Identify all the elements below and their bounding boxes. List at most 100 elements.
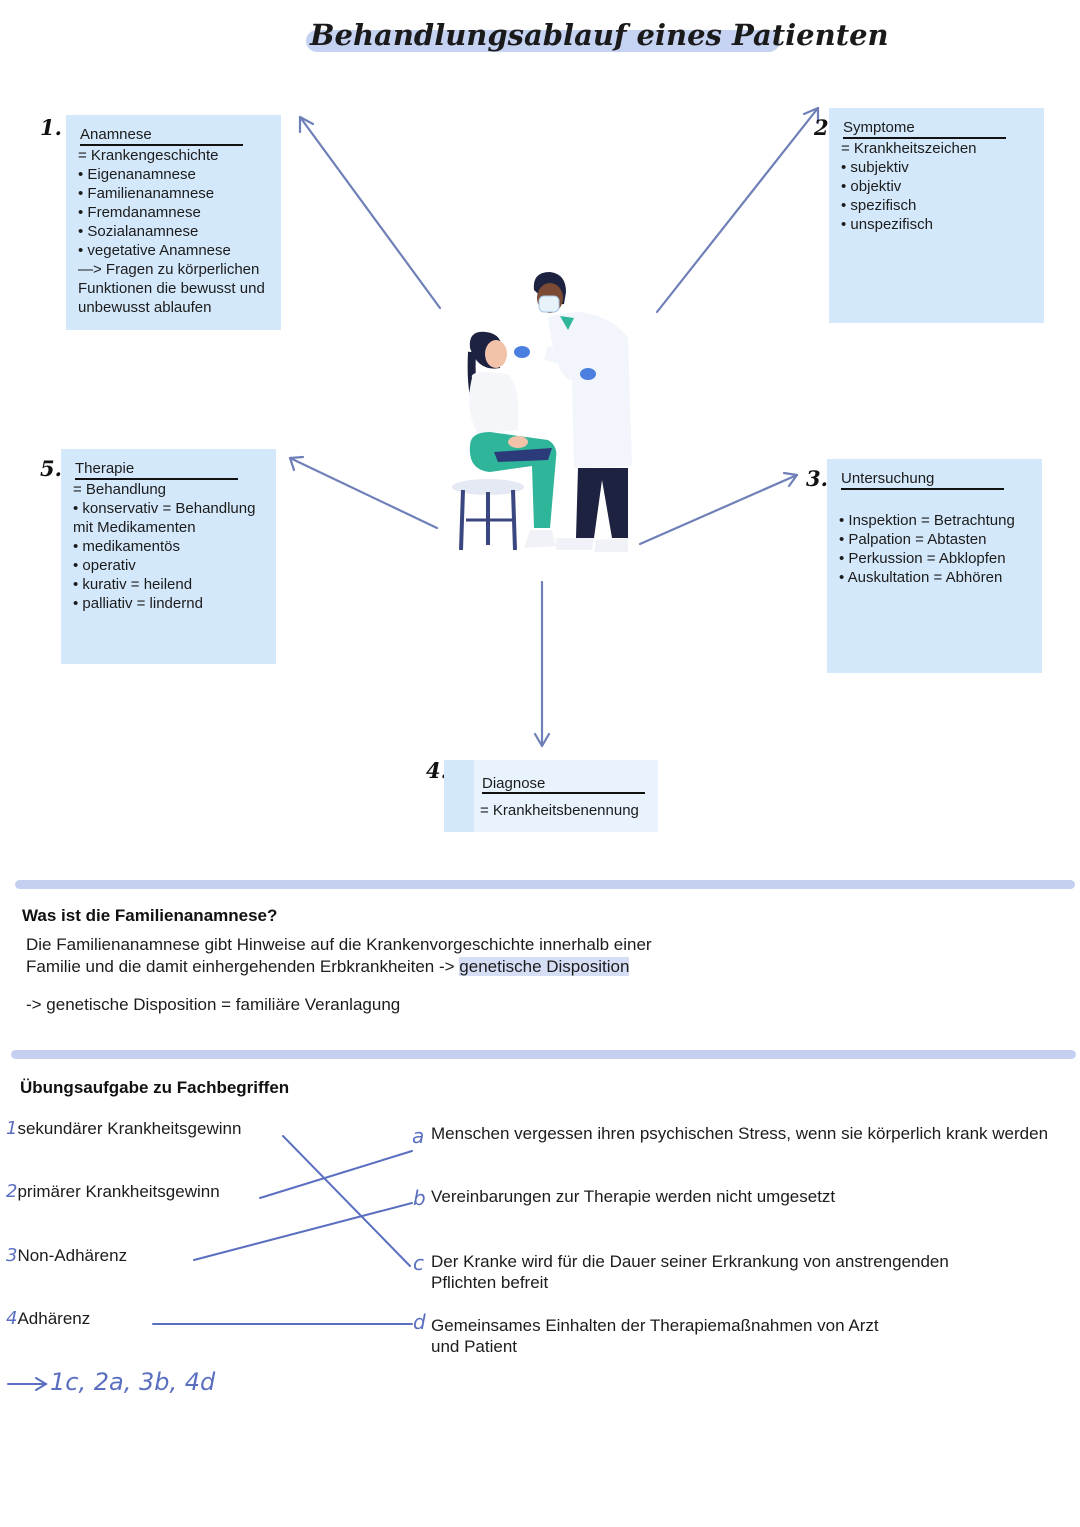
untersuchung-underline [841, 488, 1004, 490]
diagnose-underline [482, 792, 645, 794]
therapie-title: Therapie [75, 460, 135, 477]
symptome-underline [843, 137, 1006, 139]
definition-letter-d: d [413, 1310, 426, 1334]
term-number: 1 [6, 1118, 18, 1139]
definition-c: Der Kranke wird für die Dauer seiner Erk… [431, 1251, 949, 1293]
anamnese-line: —> Fragen zu körperlichen [78, 261, 260, 278]
exercise-title: Übungsaufgabe zu Fachbegriffen [20, 1078, 290, 1097]
definition-line: Gemeinsames Einhalten der Therapiemaßnah… [431, 1316, 879, 1335]
familienanamnese-answer: Die Familienanamnese gibt Hinweise auf d… [26, 934, 652, 978]
diagnose-title: Diagnose [482, 775, 546, 792]
anamnese-line: Funktionen die bewusst und [78, 280, 265, 297]
step-number-1: 1. [40, 115, 62, 140]
diagnose-card-inner [474, 760, 658, 832]
answer-line-2: Familie und die damit einhergehenden Erb… [26, 956, 652, 978]
answer-line-1: Die Familienanamnese gibt Hinweise auf d… [26, 935, 652, 954]
term-text: Non-Adhärenz [17, 1246, 128, 1265]
therapie-line: = Behandlung [73, 481, 167, 498]
arrow-to-untersuchung [638, 471, 799, 546]
term-item-4: 4Adhärenz [6, 1308, 90, 1329]
term-text: Adhärenz [17, 1309, 91, 1328]
arrow-to-anamnese [298, 115, 442, 310]
term-number: 3 [6, 1245, 18, 1266]
step-number-4: 4. [426, 758, 448, 783]
therapie-lines: = Behandlung konservativ = Behandlung mi… [73, 480, 255, 613]
therapie-item: medikamentös [73, 537, 255, 556]
arrow-to-diagnose [533, 580, 551, 748]
definition-line: und Patient [431, 1337, 518, 1356]
symptome-title: Symptome [843, 119, 915, 136]
term-number: 2 [6, 1181, 18, 1202]
definition-line: Vereinbarungen zur Therapie werden nicht… [431, 1187, 836, 1206]
anamnese-item: Sozialanamnese [78, 222, 265, 241]
anamnese-item: vegetative Anamnese [78, 241, 265, 260]
untersuchung-lines: Inspektion = Betrachtung Palpation = Abt… [839, 511, 1015, 587]
term-text: sekundärer Krankheitsgewinn [17, 1119, 242, 1138]
step-number-3: 3. [806, 466, 828, 491]
definition-line: Menschen vergessen ihren psychischen Str… [431, 1124, 1049, 1143]
definition-line: Der Kranke wird für die Dauer seiner Erk… [431, 1252, 949, 1271]
anamnese-item: Eigenanamnese [78, 165, 265, 184]
anamnese-lines: = Krankengeschichte Eigenanamnese Famili… [78, 146, 265, 317]
definition-a: Menschen vergessen ihren psychischen Str… [431, 1124, 1048, 1144]
therapie-underline [75, 478, 238, 480]
untersuchung-item: Inspektion = Betrachtung [839, 511, 1014, 530]
flow-arrows [288, 106, 820, 748]
untersuchung-card: Untersuchung Inspektion = Betrachtung Pa… [827, 459, 1042, 673]
section-divider [11, 1050, 1076, 1059]
definition-d: Gemeinsames Einhalten der Therapiemaßnah… [431, 1315, 879, 1357]
untersuchung-item: Palpation = Abtasten [839, 530, 1015, 549]
symptome-lines: = Krankheitszeichen subjektiv objektiv s… [841, 139, 977, 234]
familienanamnese-note: -> genetische Disposition = familiäre Ve… [26, 995, 401, 1014]
arrow-to-symptome [655, 106, 820, 314]
anamnese-title: Anamnese [80, 126, 152, 143]
definition-letter-c: c [413, 1251, 424, 1275]
term-number: 4 [6, 1308, 18, 1329]
therapie-item: kurativ = heilend [73, 575, 255, 594]
therapie-card: Therapie = Behandlung konservativ = Beha… [61, 449, 276, 664]
match-line-1c [282, 1135, 411, 1267]
symptome-item: objektiv [841, 177, 977, 196]
symptome-item: spezifisch [841, 196, 977, 215]
definition-line: Pflichten befreit [431, 1273, 549, 1292]
match-line-3b [193, 1202, 413, 1261]
untersuchung-item: Auskultation = Abhören [839, 568, 1015, 587]
definition-letter-b: b [413, 1186, 426, 1210]
familienanamnese-question: Was ist die Familienanamnese? [22, 906, 278, 925]
highlighted-term: genetische Disposition [459, 957, 630, 976]
handwritten-answer: 1c, 2a, 3b, 4d [50, 1368, 216, 1396]
match-line-2a [259, 1150, 413, 1199]
term-item-1: 1sekundärer Krankheitsgewinn [6, 1118, 241, 1139]
untersuchung-title: Untersuchung [841, 470, 935, 487]
step-number-5: 5. [40, 456, 62, 481]
therapie-item: operativ [73, 556, 255, 575]
doctor-patient-illustration [452, 272, 632, 552]
anamnese-underline [80, 144, 243, 146]
anamnese-item: Familienanamnese [78, 184, 265, 203]
term-item-3: 3Non-Adhärenz [6, 1245, 127, 1266]
therapie-item: palliativ = lindernd [73, 594, 255, 613]
arrow-to-therapie [288, 455, 439, 530]
diagnose-card: Diagnose = Krankheitsbenennung [444, 760, 658, 832]
therapie-item: konservativ = Behandlung [73, 499, 255, 518]
anamnese-item: Fremdanamnese [78, 203, 265, 222]
symptome-line: = Krankheitszeichen [841, 140, 977, 157]
symptome-item: unspezifisch [841, 215, 977, 234]
anamnese-line: unbewusst ablaufen [78, 299, 212, 316]
therapie-line: mit Medikamenten [73, 519, 196, 536]
anamnese-card: Anamnese = Krankengeschichte Eigenanamne… [66, 115, 281, 330]
definition-b: Vereinbarungen zur Therapie werden nicht… [431, 1187, 835, 1207]
term-item-2: 2primärer Krankheitsgewinn [6, 1181, 220, 1202]
answer-line-2-text: Familie und die damit einhergehenden Erb… [26, 957, 460, 976]
title-highlight [306, 30, 780, 52]
definition-letter-a: a [412, 1124, 425, 1148]
anamnese-line: = Krankengeschichte [78, 147, 219, 164]
term-text: primärer Krankheitsgewinn [17, 1182, 220, 1201]
answer-arrow-icon [7, 1377, 48, 1391]
symptome-card: Symptome = Krankheitszeichen subjektiv o… [829, 108, 1044, 323]
symptome-item: subjektiv [841, 158, 977, 177]
diagnose-line: = Krankheitsbenennung [480, 802, 639, 819]
matching-lines [7, 1135, 413, 1391]
untersuchung-item: Perkussion = Abklopfen [839, 549, 1015, 568]
